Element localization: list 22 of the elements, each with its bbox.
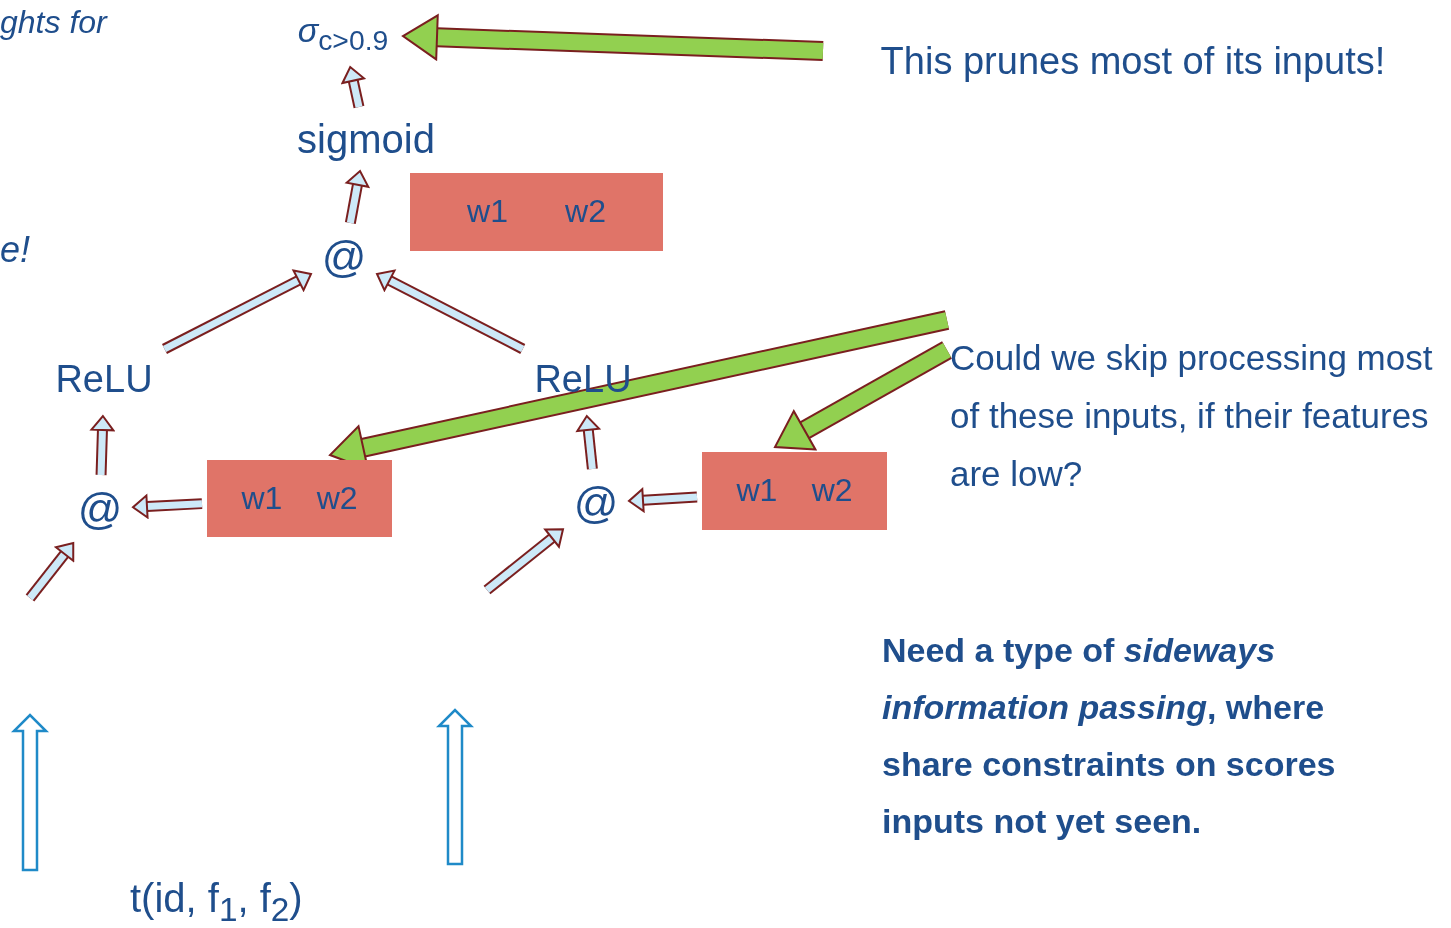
text-label: ghts for [0,3,109,42]
callout-text: Could we skip processing most of these inputs, if their features are low? [950,337,1434,495]
note-text: Need a type of sideways information passing, where share constraints on scores inputs not yet seen. [882,630,1337,842]
text-label: e! [0,228,32,272]
weight-label: w1 [467,194,508,230]
weight-box [207,460,392,537]
node-label: @ [321,232,367,282]
node-label: σ$_{c>0.9}$ [297,12,389,56]
weight-label: w2 [316,480,358,517]
text-label: t(id, f$_{1}$, f$_{2}$) [130,878,304,928]
weight-box [702,452,887,530]
weight-label: w1 [241,480,283,517]
node-label: ReLU [55,359,153,401]
weight-label: w2 [811,473,853,509]
callout-text: This prunes most of its inputs! [880,41,1386,83]
node-label: ReLU [534,359,632,401]
weight-label: w2 [565,194,606,230]
node-label: @ [77,484,123,534]
weight-box [410,173,663,251]
weight-label: w1 [736,473,778,509]
node-label: @ [573,478,619,528]
node-label: sigmoid [297,117,435,161]
